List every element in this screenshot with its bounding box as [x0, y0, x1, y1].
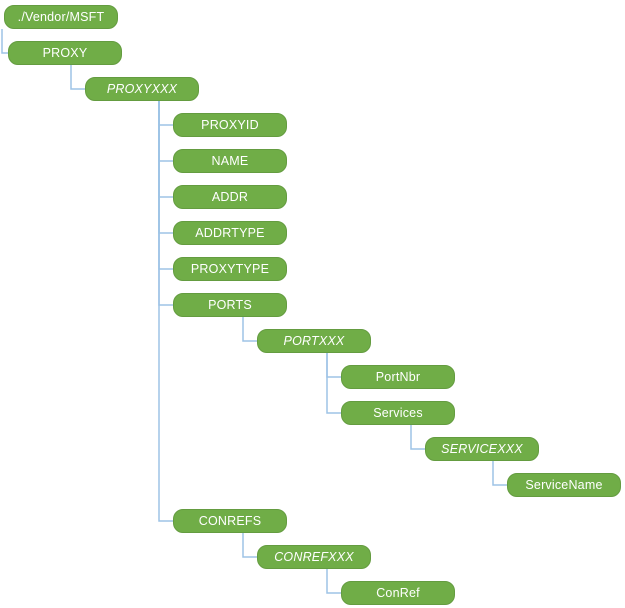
- tree-node-vendor-msft: ./Vendor/MSFT: [4, 5, 118, 29]
- connector-proxyxxx-to-proxytype: [158, 101, 173, 270]
- tree-node-conrefs: CONREFS: [173, 509, 287, 533]
- tree-node-addrtype: ADDRTYPE: [173, 221, 287, 245]
- tree-node-portxxx: PORTXXX: [257, 329, 371, 353]
- tree-node-conref: ConRef: [341, 581, 455, 605]
- connector-ports-to-portxxx: [242, 317, 257, 342]
- connector-proxy-to-proxyxxx: [70, 65, 85, 90]
- tree-node-conrefxxx: CONREFXXX: [257, 545, 371, 569]
- connector-proxyxxx-to-addrtype: [158, 101, 173, 234]
- tree-node-addr: ADDR: [173, 185, 287, 209]
- connector-portxxx-to-services: [326, 353, 341, 414]
- tree-node-servicexxx: SERVICEXXX: [425, 437, 539, 461]
- connector-proxyxxx-to-conrefs: [158, 101, 173, 522]
- tree-node-services: Services: [341, 401, 455, 425]
- tree-node-name: NAME: [173, 149, 287, 173]
- tree-node-servicename: ServiceName: [507, 473, 621, 497]
- connector-services-to-servicexxx: [410, 425, 425, 450]
- tree-node-portnbr: PortNbr: [341, 365, 455, 389]
- connector-proxyxxx-to-ports: [158, 101, 173, 306]
- connector-conrefs-to-conrefxxx: [242, 533, 257, 558]
- connector-conrefxxx-to-conref: [326, 569, 341, 594]
- tree-node-proxytype: PROXYTYPE: [173, 257, 287, 281]
- tree-node-ports: PORTS: [173, 293, 287, 317]
- connector-servicexxx-to-servicename: [492, 461, 507, 486]
- connector-proxyxxx-to-addr: [158, 101, 173, 198]
- tree-node-proxyid: PROXYID: [173, 113, 287, 137]
- connector-portxxx-to-portnbr: [326, 353, 341, 378]
- tree-node-proxy: PROXY: [8, 41, 122, 65]
- connector-proxyxxx-to-name: [158, 101, 173, 162]
- tree-node-proxyxxx: PROXYXXX: [85, 77, 199, 101]
- connector-proxyxxx-to-proxyid: [158, 101, 173, 126]
